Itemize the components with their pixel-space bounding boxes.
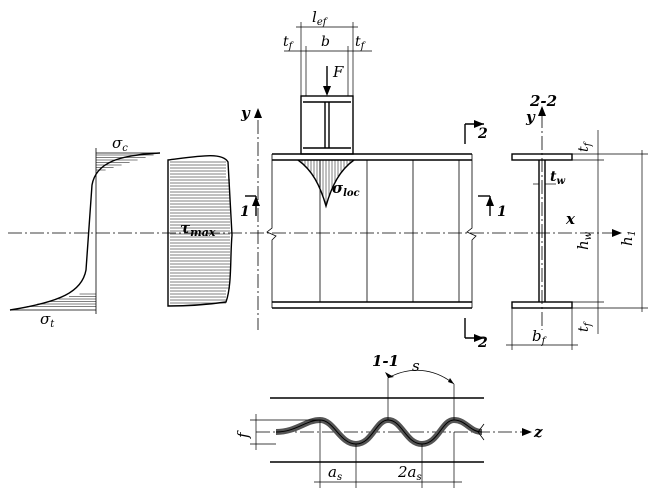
- sigma-loc-label: σloc: [332, 179, 360, 199]
- cross-section-2-2: 2-2 y tw tf hw h1 tf bf: [506, 92, 648, 350]
- t-f-left-label: tf: [283, 34, 295, 52]
- a-s-label: as: [328, 463, 342, 483]
- 2a-s-label: 2as: [397, 463, 422, 483]
- load-rail: F lef tf b tf: [283, 8, 372, 155]
- b-f-label: bf: [532, 327, 548, 347]
- l-ef-label: lef: [312, 8, 329, 28]
- section-mark-1-left: 1: [240, 195, 260, 220]
- local-stress-hatching: [301, 160, 351, 206]
- section-mark-2-top: 2: [464, 120, 488, 144]
- normal-stress-diagram: σc σt: [9, 134, 161, 330]
- section-mark-2-bottom: 2: [464, 318, 488, 351]
- t-f-top-label: tf: [576, 140, 594, 152]
- z-axis-label: z: [533, 423, 543, 441]
- x-axis-label: x: [565, 210, 576, 228]
- svg-text:1: 1: [497, 204, 507, 220]
- beam-side-view: σloc: [266, 153, 477, 309]
- b-label: b: [321, 34, 330, 50]
- svg-text:1: 1: [240, 204, 250, 220]
- sigma-hatching: [26, 154, 154, 307]
- shear-stress-diagram: τmax: [167, 155, 233, 307]
- force-label: F: [332, 63, 344, 81]
- z-axis-arrow-icon: [522, 428, 532, 436]
- force-arrow-icon: [323, 86, 331, 96]
- t-f-right-label: tf: [355, 34, 367, 52]
- section-1-1: 1-1 z s f as 2as: [234, 352, 543, 488]
- t-w-label: tw: [550, 169, 565, 187]
- sigma-t-label: σt: [40, 310, 55, 330]
- tau-hatching: [170, 161, 230, 304]
- tau-max-label: τmax: [180, 219, 216, 239]
- svg-text:2: 2: [477, 335, 488, 351]
- svg-text:2: 2: [477, 126, 488, 142]
- s-label: s: [412, 357, 420, 375]
- t-f-bottom-label: tf: [576, 320, 594, 332]
- f-label: f: [234, 430, 252, 439]
- svg-text:y: y: [525, 108, 536, 126]
- sigma-c-label: σc: [112, 134, 128, 154]
- section-1-1-label: 1-1: [372, 352, 399, 370]
- x-axis-arrow-icon: [612, 229, 622, 237]
- y-axis-arrow-icon: [254, 108, 262, 118]
- section-y-arrow-icon: [538, 106, 546, 116]
- section-2-2-label: 2-2: [529, 92, 557, 110]
- y-axis-label: y: [240, 104, 251, 122]
- section-mark-1-right: 1: [478, 195, 507, 220]
- h-w-label: hw: [574, 231, 594, 250]
- h-1-label: h1: [618, 230, 638, 246]
